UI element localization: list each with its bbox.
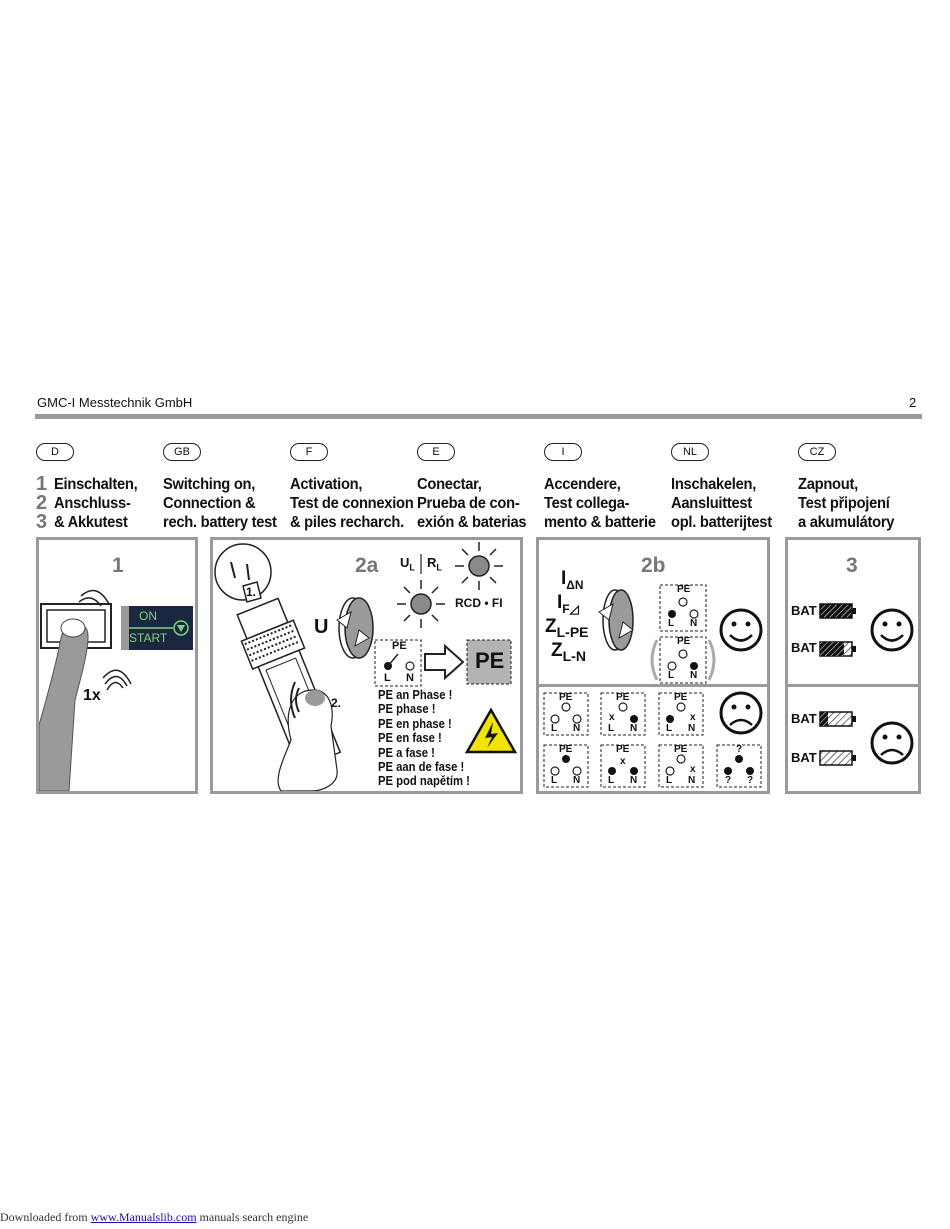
f7-q-left: ? (725, 775, 732, 786)
socket-l-label: L (384, 672, 391, 684)
f6-l: L (666, 775, 673, 786)
panel-3-label: 3 (846, 554, 858, 577)
footer-prefix: Downloaded from (0, 1210, 91, 1224)
f7-q-top: ? (736, 744, 743, 755)
f5-n: N (630, 775, 638, 786)
bat-label-full: BAT (791, 603, 817, 618)
f3-x: x (690, 712, 696, 723)
panel-2b-top: 2b IΔN IF◿ ZL-PE ZL-N PE L N PE L N (536, 537, 770, 687)
ul-label: UL (400, 555, 415, 573)
f5-l: L (608, 775, 615, 786)
voltage-label: U (314, 616, 329, 638)
step-number-1: 1 (36, 473, 48, 495)
f4-pe: PE (559, 744, 573, 755)
bat-label-good: BAT (791, 640, 817, 655)
panel-2a-label: 2a (355, 554, 379, 577)
panel-3-bottom: BAT BAT (785, 684, 921, 794)
rotation-sockets-illustration (598, 584, 763, 684)
f6-pe: PE (674, 744, 688, 755)
f1-n: N (573, 723, 581, 734)
socket-pe-label: PE (392, 640, 407, 652)
pe-warning-box: PE (475, 648, 505, 673)
f1-l: L (551, 723, 558, 734)
measure-idn: IΔN (561, 568, 584, 592)
page-number: 2 (909, 395, 917, 410)
f1-pe: PE (559, 692, 573, 703)
battery-ok-illustration (819, 603, 914, 657)
f5-x: x (620, 756, 626, 767)
step-number-2: 2 (36, 492, 48, 514)
lang-code-cz: CZ (798, 443, 836, 461)
header-rule (35, 414, 922, 419)
s2-n: N (690, 670, 698, 681)
title-f: Activation,Test de connexion& piles rech… (290, 476, 414, 531)
socket-n-label: N (406, 672, 414, 684)
lang-code-d: D (36, 443, 74, 461)
f4-l: L (551, 775, 558, 786)
lang-code-gb: GB (163, 443, 201, 461)
footer-suffix: manuals search engine (196, 1210, 309, 1224)
start-label: START (129, 631, 168, 645)
panel-1-label: 1 (112, 554, 124, 577)
f5-pe: PE (616, 744, 630, 755)
title-e: Conectar,Prueba de con-exión & baterias (417, 476, 527, 531)
footer: Downloaded from www.Manualslib.com manua… (0, 1210, 308, 1225)
f2-l: L (608, 723, 615, 734)
lang-code-nl: NL (671, 443, 709, 461)
f7-q-right: ? (747, 775, 754, 786)
battery-low-illustration (819, 711, 914, 766)
rcd-fi-label: RCD • FI (455, 596, 503, 610)
title-d: Einschalten,Anschluss-& Akkutest (54, 476, 138, 531)
f3-pe: PE (674, 692, 688, 703)
title-i: Accendere,Test collega-mento & batterie (544, 476, 656, 531)
step-1-label: 1. (246, 585, 257, 599)
panel-1: 1 ON START 1x (36, 537, 198, 794)
panel-2a: 2a (210, 537, 523, 794)
bat-label-empty: BAT (791, 750, 817, 765)
f2-pe: PE (616, 692, 630, 703)
f4-n: N (573, 775, 581, 786)
lang-code-f: F (290, 443, 328, 461)
connection-illustration (214, 542, 518, 791)
measure-zln: ZL-N (551, 640, 586, 664)
s1-pe: PE (677, 584, 691, 595)
s2-pe: PE (677, 636, 691, 647)
manualslib-link[interactable]: www.Manualslib.com (90, 1210, 197, 1224)
s2-l: L (668, 670, 675, 681)
f2-x: x (609, 712, 615, 723)
rl-label: RL (427, 555, 442, 573)
title-gb: Switching on,Connection &rech. battery t… (163, 476, 277, 531)
panel-2b-bottom: PE L N PE x L N PE x L N PE L N PE x L N… (536, 684, 770, 794)
pe-warning-list: PE an Phase !PE phase !PE en phase ! PE … (378, 688, 470, 789)
f6-x: x (690, 764, 696, 775)
f6-n: N (688, 775, 696, 786)
faulty-sockets-illustration (543, 691, 763, 788)
bat-label-low: BAT (791, 711, 817, 726)
f2-n: N (630, 723, 638, 734)
measure-if: IF◿ (557, 592, 579, 616)
step-number-3: 3 (36, 511, 48, 533)
on-label: ON (139, 609, 157, 623)
f3-l: L (666, 723, 673, 734)
measure-zlpe: ZL-PE (545, 616, 589, 640)
step-2-label: 2. (331, 696, 342, 710)
s1-l: L (668, 618, 675, 629)
company-name: GMC-I Messtechnik GmbH (37, 395, 193, 410)
press-count: 1x (83, 687, 101, 704)
f3-n: N (688, 723, 696, 734)
panel-3-top: 3 BAT BAT (785, 537, 921, 687)
lang-code-e: E (417, 443, 455, 461)
switch-on-illustration (39, 589, 193, 791)
panel-2b-label: 2b (641, 554, 666, 577)
s1-n: N (690, 618, 698, 629)
lang-code-i: I (544, 443, 582, 461)
